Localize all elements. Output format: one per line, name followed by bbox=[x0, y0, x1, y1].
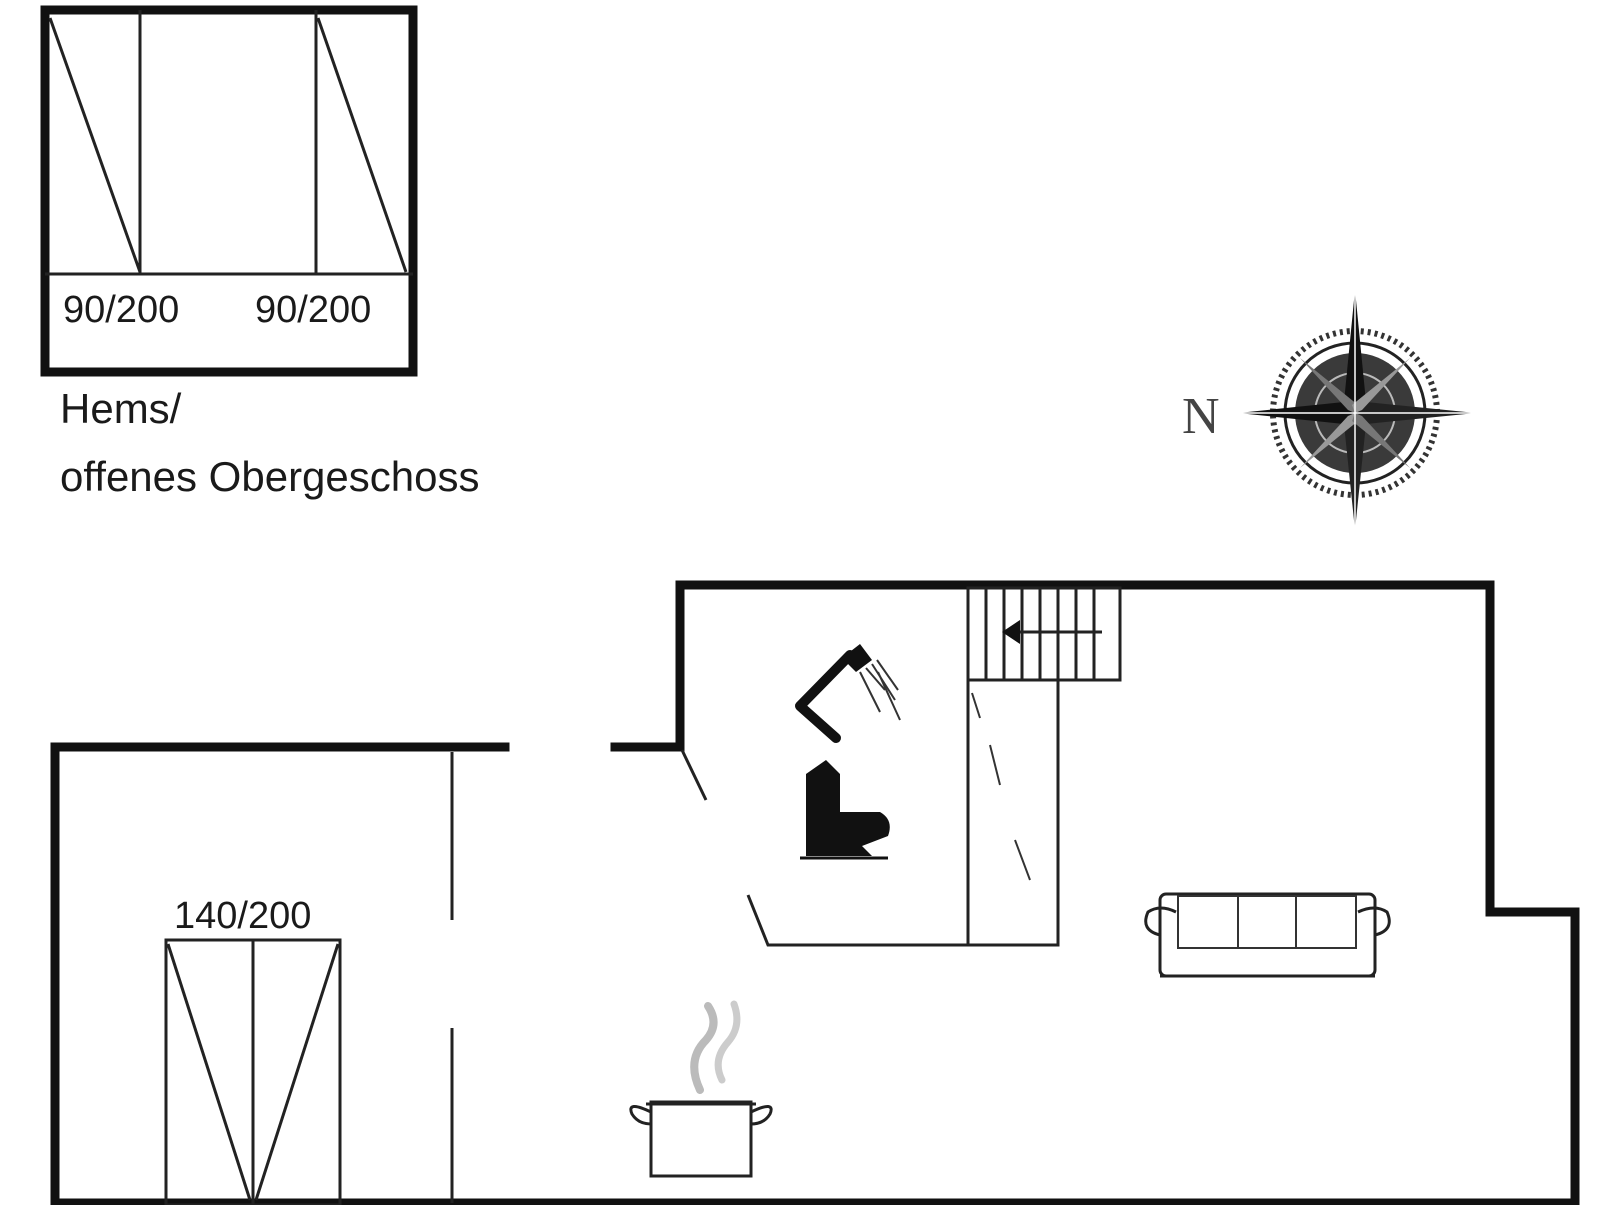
ground-floor: 140/200 bbox=[50, 580, 1580, 1205]
outer-wall bbox=[50, 742, 510, 1205]
loft-bed-right-label: 90/200 bbox=[255, 289, 371, 331]
loft-title-line2: offenes Obergeschoss bbox=[60, 453, 480, 500]
compass-north-label: N bbox=[1182, 388, 1220, 445]
closet bbox=[966, 678, 1060, 947]
bathroom-wall bbox=[680, 749, 708, 801]
loft-area: 90/200 90/200 Hems/ offenes Obergeschoss bbox=[40, 5, 480, 500]
outer-wall bbox=[610, 580, 1580, 1205]
toilet-icon bbox=[800, 760, 890, 860]
cooking-pot-icon bbox=[629, 1000, 773, 1178]
stairs-icon bbox=[966, 586, 1122, 682]
shower-icon bbox=[795, 644, 901, 743]
sofa-icon bbox=[1144, 892, 1391, 978]
bed-icon bbox=[314, 10, 408, 274]
compass-rose-icon: N bbox=[1182, 290, 1476, 530]
bed-label: 140/200 bbox=[174, 895, 311, 937]
bathroom-wall bbox=[746, 588, 970, 947]
bed-icon bbox=[164, 938, 342, 1205]
loft-outline bbox=[40, 5, 418, 377]
bed-icon bbox=[48, 10, 142, 274]
loft-bed-left-label: 90/200 bbox=[63, 289, 179, 331]
loft-title-line1: Hems/ bbox=[60, 385, 182, 432]
